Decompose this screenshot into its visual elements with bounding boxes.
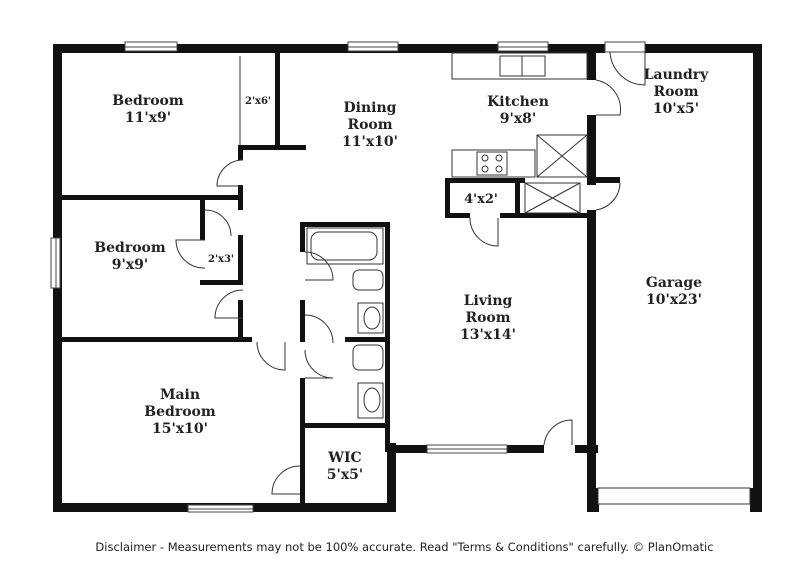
room-labels: Bedroom 11'x9' 2'x6' Dining Room 11'x10'… [94, 67, 709, 483]
disclaimer-text: Disclaimer - Measurements may not be 100… [95, 540, 714, 554]
kitchen-fixtures [451, 52, 588, 214]
wic-name: WIC [327, 450, 361, 466]
garage-door [597, 487, 751, 505]
garage-size: 10'x23' [646, 292, 702, 308]
wic-size: 5'x5' [327, 467, 363, 483]
doors [175, 51, 646, 495]
main-bedroom-name-line2: Bedroom [144, 404, 216, 420]
interior-walls [62, 44, 620, 510]
bedroom2-name: Bedroom [94, 240, 166, 256]
closet3-size: 2'x3' [208, 254, 234, 265]
kitchen-size: 9'x8' [500, 111, 536, 127]
laundry-name-line2: Room [653, 84, 698, 100]
bedroom1-size: 11'x9' [125, 110, 171, 126]
bathroom-fixtures [306, 227, 384, 419]
closet2-size: 4'x2' [464, 192, 498, 207]
dining-name-line2: Room [347, 117, 392, 133]
dining-size: 11'x10' [342, 134, 398, 150]
laundry-name-line1: Laundry [644, 67, 709, 83]
dining-name-line1: Dining [344, 100, 397, 116]
windows [50, 41, 646, 513]
bedroom2-size: 9'x9' [112, 257, 148, 273]
kitchen-name: Kitchen [487, 94, 549, 110]
garage-name: Garage [646, 275, 702, 291]
laundry-size: 10'x5' [653, 101, 699, 117]
main-bedroom-size: 15'x10' [152, 421, 208, 437]
living-name-line1: Living [464, 293, 513, 309]
main-bedroom-name-line1: Main [160, 387, 200, 403]
living-size: 13'x14' [460, 327, 516, 343]
living-name-line2: Room [465, 310, 510, 326]
floor-plan: Bedroom 11'x9' 2'x6' Dining Room 11'x10'… [50, 41, 762, 513]
bedroom1-name: Bedroom [112, 93, 184, 109]
closet1-size: 2'x6' [245, 96, 271, 107]
